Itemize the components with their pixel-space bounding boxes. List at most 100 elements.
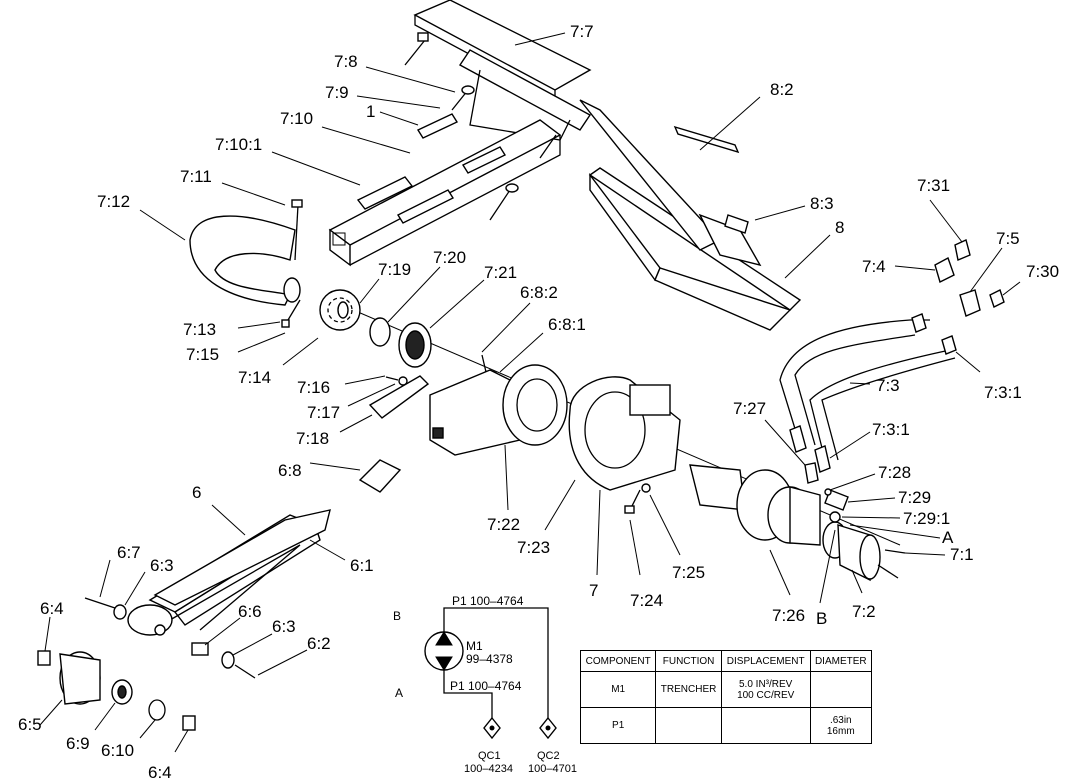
schematic-port-b: B <box>393 609 401 623</box>
fitting-74 <box>934 256 955 284</box>
boom-tube-hole <box>332 232 346 246</box>
cell-component: P1 <box>579 707 657 744</box>
leader-68-a <box>309 462 361 471</box>
spacer-hub <box>369 317 391 347</box>
leader-682 <box>481 302 531 353</box>
leader-A <box>849 524 941 539</box>
leader-711 <box>221 182 286 206</box>
label-6-4a: 6:4 <box>40 599 64 618</box>
boom-bar-face <box>153 509 331 606</box>
leader-610 <box>139 719 156 739</box>
label-7-22: 7:22 <box>487 515 520 534</box>
auger-bolt <box>294 204 299 261</box>
label-B: B <box>816 609 827 628</box>
label-7-16: 7:16 <box>297 378 330 397</box>
label-7-3: 7:3 <box>876 376 900 395</box>
leader-63a <box>124 571 146 606</box>
leader-71 <box>904 552 946 556</box>
label-7-13: 7:13 <box>183 320 216 339</box>
flange-plate <box>502 364 568 446</box>
label-1: 1 <box>366 102 375 121</box>
qc2-dot <box>545 725 551 731</box>
leader-681 <box>499 332 544 373</box>
leader-67 <box>99 559 111 598</box>
label-7: 7 <box>589 581 598 600</box>
header-component: COMPONENT <box>579 649 657 673</box>
washer-63a <box>113 604 127 620</box>
component-spec-table: COMPONENT FUNCTION DISPLACEMENT DIAMETER… <box>579 649 873 744</box>
schematic-motor-name: M1 <box>466 639 483 653</box>
leader-715 <box>237 332 286 353</box>
cell-diameter: .63in 16mm <box>809 707 873 744</box>
label-7-8: 7:8 <box>334 52 358 71</box>
hyd-tube-1 <box>779 319 930 446</box>
label-6-6: 6:6 <box>238 602 262 621</box>
leader-7291 <box>841 516 901 519</box>
leader-73 <box>849 382 871 385</box>
label-7-21: 7:21 <box>484 263 517 282</box>
boom-tube-bottom <box>349 135 561 266</box>
nut-64b <box>182 715 196 731</box>
label-7-20: 7:20 <box>433 248 466 267</box>
leader-724 <box>629 519 641 576</box>
label-7-1: 7:1 <box>950 545 974 564</box>
label-7-23: 7:23 <box>517 538 550 557</box>
label-7-30: 7:30 <box>1026 262 1059 281</box>
leader-1 <box>379 111 419 126</box>
bolt-mid <box>539 134 557 159</box>
label-6-8: 6:8 <box>278 461 302 480</box>
decal-82 <box>673 125 740 154</box>
leader-716 <box>344 375 386 385</box>
decal-1 <box>356 176 414 210</box>
label-7-31: 7:31 <box>917 176 950 195</box>
label-7-27: 7:27 <box>733 399 766 418</box>
leader-64a <box>44 616 51 652</box>
leader-725 <box>649 494 681 556</box>
schematic-qc2-part: 100–4701 <box>528 763 577 775</box>
label-8: 8 <box>835 218 844 237</box>
bolt-62 <box>234 664 256 679</box>
leader-722 <box>504 444 509 511</box>
table-row: M1 TRENCHER 5.0 IN³/REV 100 CC/REV <box>579 671 873 709</box>
cell-function: TRENCHER <box>655 671 722 709</box>
drawing-geometry <box>37 0 1005 731</box>
leader-75 <box>969 247 1003 293</box>
washer-low <box>505 183 519 193</box>
leader-726 <box>769 549 791 596</box>
label-7-2: 7:2 <box>852 602 876 621</box>
cap-730 <box>989 289 1005 308</box>
top-plate <box>413 0 592 91</box>
schematic-motor-part: 99–4378 <box>466 652 513 666</box>
label-7-10-1: 7:10:1 <box>215 135 262 154</box>
tube-fitting-1 <box>789 425 807 453</box>
decal-2 <box>416 113 459 139</box>
boom-tube-top <box>328 119 562 246</box>
decal-4 <box>396 189 455 224</box>
label-6-3a: 6:3 <box>150 556 174 575</box>
leader-712 <box>139 209 186 241</box>
grease-fitting <box>481 354 487 373</box>
label-7-17: 7:17 <box>307 403 340 422</box>
cell-displacement: 5.0 IN³/REV 100 CC/REV <box>720 671 811 709</box>
label-7-3-1b: 7:3:1 <box>872 420 910 439</box>
label-6-2: 6:2 <box>307 634 331 653</box>
bolt-724-head <box>624 505 635 514</box>
leader-65 <box>39 699 63 726</box>
callout-labels: 7:7 7:8 7:9 1 7:10 7:10:1 7:11 7:12 8:2 … <box>18 22 1059 782</box>
leader-723 <box>544 479 576 531</box>
tube-fitting-2 <box>814 445 831 473</box>
oring-728 <box>824 488 832 496</box>
leader-729 <box>847 497 896 503</box>
leader-728 <box>829 473 876 491</box>
leader-78 <box>365 66 456 93</box>
motor-arrow-top <box>435 631 453 646</box>
hyd-tube-1b <box>794 334 916 446</box>
leader-7 <box>596 489 601 576</box>
header-function: FUNCTION <box>655 649 722 673</box>
leader-8 <box>784 234 831 279</box>
sprocket-bore <box>337 301 349 319</box>
leader-62 <box>257 649 308 676</box>
nut-64a <box>37 650 51 666</box>
gearbox-port <box>432 427 444 439</box>
